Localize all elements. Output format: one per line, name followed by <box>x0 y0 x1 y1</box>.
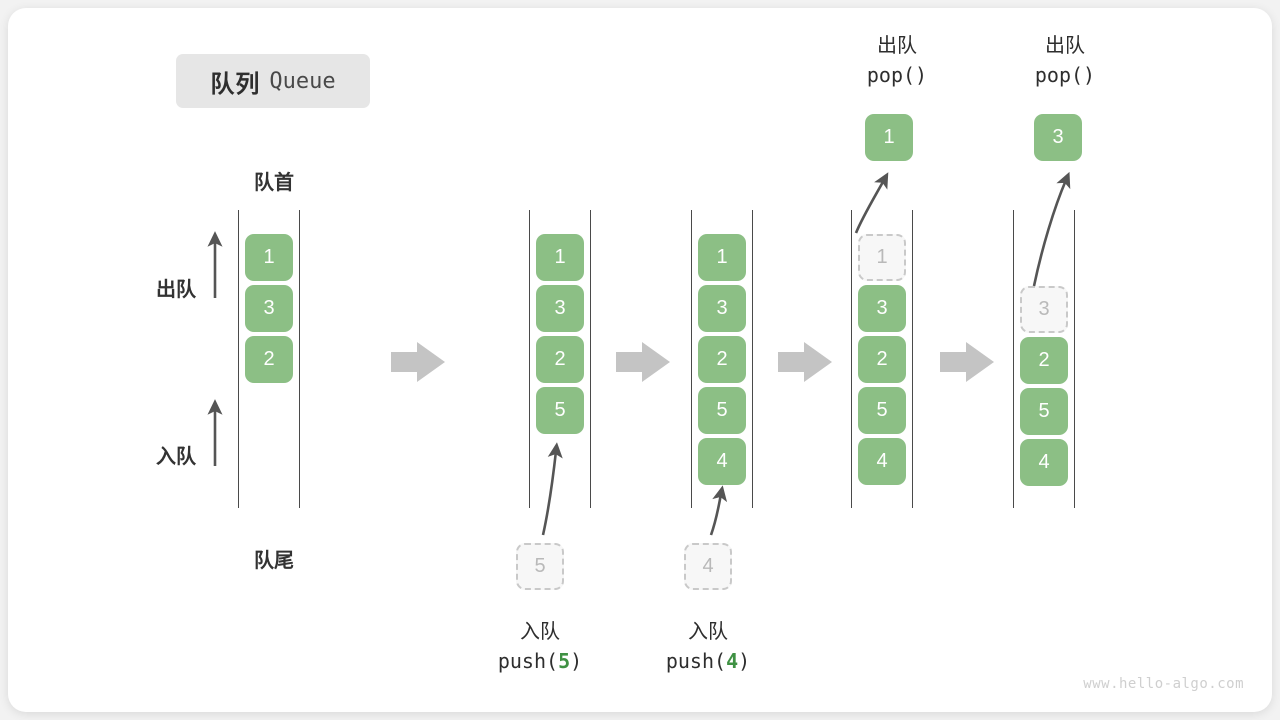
queue-cell: 2 <box>245 336 293 383</box>
pop-2-label-code: pop() <box>1034 63 1096 87</box>
queue-cell-removed: 3 <box>1020 286 1068 333</box>
queue-cell: 4 <box>1020 439 1068 486</box>
queue-rail-1 <box>238 210 300 508</box>
tail-label: 队尾 <box>254 550 294 572</box>
push-4-code-value: 4 <box>726 649 739 673</box>
watermark: www.hello-algo.com <box>1083 676 1244 692</box>
step-arrow-3 <box>778 342 832 382</box>
pop-2-label-cn: 出队 <box>1045 35 1085 57</box>
step-arrow-1 <box>391 342 445 382</box>
queue-cell: 3 <box>858 285 906 332</box>
queue-cells-3: 1 3 2 5 4 <box>698 234 746 485</box>
queue-cell: 5 <box>858 387 906 434</box>
push-4-label: 入队 push(4) <box>597 618 819 676</box>
queue-rail-3 <box>691 210 753 508</box>
queue-cell: 1 <box>536 234 584 281</box>
queue-cell: 2 <box>698 336 746 383</box>
queue-cell: 2 <box>858 336 906 383</box>
queue-cell: 1 <box>245 234 293 281</box>
dequeue-arrow-label: 出队 <box>156 279 196 301</box>
queue-cell: 5 <box>1020 388 1068 435</box>
pop-1-label-cn: 出队 <box>877 35 917 57</box>
push-5-code-prefix: push( <box>497 649 559 673</box>
queue-cell: 3 <box>698 285 746 332</box>
push-4-code-suffix: ) <box>738 649 751 673</box>
queue-rail-4 <box>851 210 913 508</box>
push-5-label-code: push(5) <box>429 647 651 676</box>
pop-2-label: 出队 pop() <box>970 32 1160 90</box>
queue-cell: 4 <box>858 438 906 485</box>
arrow-overlay <box>207 171 1071 536</box>
queue-rail-5 <box>1013 210 1075 508</box>
push-4-code-prefix: push( <box>665 649 727 673</box>
push-4-label-cn: 入队 <box>688 621 728 643</box>
queue-cells-5: 3 2 5 4 <box>1020 286 1068 486</box>
push-4-label-code: push(4) <box>597 647 819 676</box>
popped-cell-3: 3 <box>1034 114 1082 161</box>
queue-cell-removed: 1 <box>858 234 906 281</box>
queue-cell-new: 5 <box>536 387 584 434</box>
pop-1-label-code: pop() <box>866 63 928 87</box>
step-arrow-2 <box>616 342 670 382</box>
enqueue-arrow-label: 入队 <box>156 446 196 468</box>
push-5-code-suffix: ) <box>570 649 583 673</box>
queue-cell: 2 <box>536 336 584 383</box>
step-arrow-4 <box>940 342 994 382</box>
title-english: Queue <box>269 68 336 94</box>
popped-cell-1: 1 <box>865 114 913 161</box>
queue-cells-2: 1 3 2 5 <box>536 234 584 434</box>
queue-cells-1: 1 3 2 <box>245 234 293 383</box>
queue-cell: 3 <box>536 285 584 332</box>
queue-cell: 1 <box>698 234 746 281</box>
queue-cells-4: 1 3 2 5 4 <box>858 234 906 485</box>
diagram-card: 队列 Queue 队首 出队 入队 1 3 2 队尾 1 3 2 5 5 入队 … <box>8 8 1272 712</box>
pop-1-label: 出队 pop() <box>802 32 992 90</box>
title-badge: 队列 Queue <box>176 54 370 108</box>
incoming-ghost-cell-4: 4 <box>684 543 732 590</box>
queue-cell: 3 <box>245 285 293 332</box>
push-5-label: 入队 push(5) <box>429 618 651 676</box>
push-5-label-cn: 入队 <box>520 621 560 643</box>
queue-rail-2 <box>529 210 591 508</box>
incoming-ghost-cell-5: 5 <box>516 543 564 590</box>
head-label: 队首 <box>254 172 294 194</box>
queue-cell: 5 <box>698 387 746 434</box>
push-5-code-value: 5 <box>558 649 571 673</box>
queue-cell: 2 <box>1020 337 1068 384</box>
title-chinese: 队列 <box>210 70 261 98</box>
queue-cell-new: 4 <box>698 438 746 485</box>
